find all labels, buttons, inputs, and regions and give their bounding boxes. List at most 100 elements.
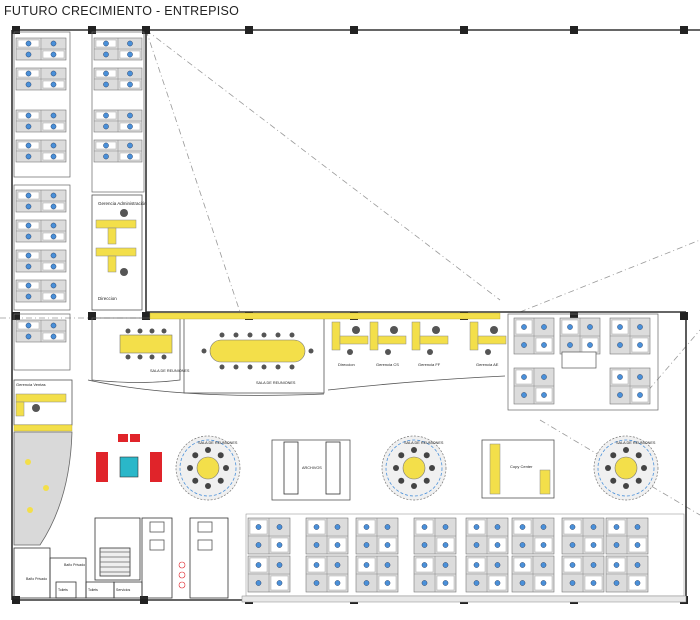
gerencia-admin-office: Gerencia Administración Direccion xyxy=(91,194,147,311)
chair-icon xyxy=(363,542,370,548)
chair-icon xyxy=(569,562,576,568)
chair-icon xyxy=(519,524,526,530)
chair-icon xyxy=(613,542,620,548)
round-room-label: SALA DE REUNIONES xyxy=(404,441,444,445)
chair-icon xyxy=(540,562,547,568)
chair-icon xyxy=(50,40,57,47)
workstation-pod xyxy=(559,317,601,355)
chair-icon xyxy=(473,580,480,586)
yellow-wall-strip xyxy=(149,312,501,320)
chair-icon xyxy=(103,81,109,88)
chair-icon xyxy=(617,374,623,380)
chair-icon xyxy=(255,562,262,568)
chair-icon xyxy=(473,562,480,568)
chair-icon xyxy=(50,123,57,130)
chair-icon xyxy=(411,483,417,489)
chair-icon xyxy=(540,542,547,548)
chair-icon xyxy=(127,81,133,88)
chair-icon xyxy=(541,324,547,330)
chair-icon xyxy=(103,40,109,47)
chair-icon xyxy=(587,342,593,348)
chair-icon xyxy=(634,562,641,568)
chair-icon xyxy=(103,153,109,160)
chair-icon xyxy=(442,524,449,530)
chair-icon xyxy=(255,542,262,548)
chair-icon xyxy=(429,465,435,471)
gerencia-ae-label: Gerencia AE xyxy=(476,362,499,367)
chair-icon xyxy=(569,524,576,530)
chair-icon xyxy=(276,562,283,568)
chair-icon xyxy=(25,233,32,240)
chair-icon xyxy=(442,562,449,568)
chair-icon xyxy=(50,142,57,149)
chair-icon xyxy=(50,81,57,88)
chair-icon xyxy=(363,562,370,568)
chair-icon xyxy=(25,293,32,300)
chair-icon xyxy=(442,580,449,586)
chair-icon xyxy=(192,452,199,459)
chair-icon xyxy=(610,477,617,484)
lounge-red-sofas xyxy=(96,434,162,482)
gerencia-cs-label: Gerencia CS xyxy=(376,362,399,367)
workstation-pod xyxy=(513,367,555,405)
gerencia-ventas-label: Gerencia Ventas xyxy=(16,382,46,387)
chair-icon xyxy=(50,233,57,240)
chair-icon xyxy=(569,580,576,586)
chair-icon xyxy=(276,580,283,586)
chair-icon xyxy=(519,580,526,586)
workstation-pod xyxy=(413,517,457,555)
chair-icon xyxy=(494,562,501,568)
workstation-pod xyxy=(247,517,291,555)
chair-icon xyxy=(205,483,211,489)
chair-icon xyxy=(25,40,32,47)
chair-icon xyxy=(127,153,133,160)
chair-icon xyxy=(398,452,405,459)
chair-icon xyxy=(276,524,283,530)
workstation-pod xyxy=(305,555,349,593)
chair-icon xyxy=(494,580,501,586)
chair-icon xyxy=(590,524,597,530)
chair-icon xyxy=(384,580,391,586)
toilets-1-label: Toilets xyxy=(58,588,68,592)
bano-privado-2-label: Baño Privado xyxy=(64,563,85,567)
chair-icon xyxy=(50,263,57,270)
chair-icon xyxy=(25,252,32,259)
workstation-pod xyxy=(93,37,143,61)
workstation-pod xyxy=(513,317,555,355)
direccion-label: Direccion xyxy=(338,362,355,367)
workstation-pod xyxy=(605,555,649,593)
chair-icon xyxy=(590,562,597,568)
chair-icon xyxy=(103,123,109,130)
facade-strip xyxy=(241,595,687,603)
chair-icon xyxy=(103,112,109,119)
chair-icon xyxy=(25,192,32,199)
chair-icon xyxy=(25,222,32,229)
chair-icon xyxy=(187,465,193,471)
chair-icon xyxy=(635,452,642,459)
chair-icon xyxy=(421,562,428,568)
chair-icon xyxy=(393,465,399,471)
workstation-pod xyxy=(561,555,605,593)
reception-area xyxy=(13,431,73,546)
workstation-pod xyxy=(413,555,457,593)
chair-icon xyxy=(50,112,57,119)
chair-icon xyxy=(421,524,428,530)
chair-icon xyxy=(25,203,32,210)
workstation-pod xyxy=(511,555,555,593)
chair-icon xyxy=(569,542,576,548)
workstation-pod xyxy=(15,67,67,91)
chair-icon xyxy=(567,342,573,348)
direccion-left-label: Direccion xyxy=(98,296,117,301)
chair-icon xyxy=(255,580,262,586)
workstation-pod xyxy=(15,189,67,213)
plan-title: FUTURO CRECIMIENTO - ENTREPISO xyxy=(4,4,240,18)
chair-icon xyxy=(25,263,32,270)
sala-reuniones-2-label: SALA DE REUNIONES xyxy=(256,381,296,385)
chair-icon xyxy=(411,447,417,453)
chair-icon xyxy=(25,153,32,160)
chair-icon xyxy=(50,153,57,160)
gerencia-ff-label: Gerencia FF xyxy=(418,362,441,367)
chair-icon xyxy=(334,562,341,568)
chair-icon xyxy=(541,392,547,398)
